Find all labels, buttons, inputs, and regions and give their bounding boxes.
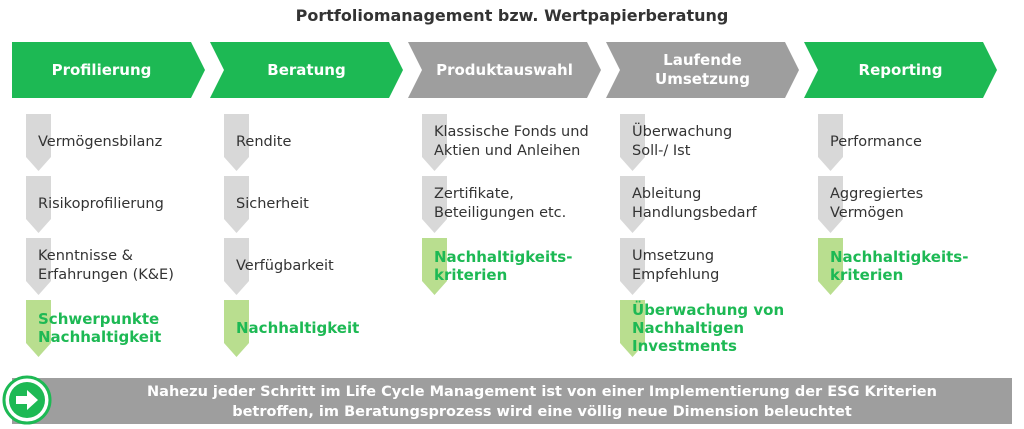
step-item: Rendite bbox=[236, 133, 292, 150]
step-item-highlight: Nachhaltigkeit bbox=[236, 319, 360, 337]
step-item: Performance bbox=[830, 133, 922, 150]
stage-label-2: Beratung bbox=[267, 60, 346, 79]
stage-label-5: Reporting bbox=[858, 60, 943, 79]
step-item: Zertifikate,Beteiligungen etc. bbox=[434, 186, 567, 221]
stage-label-1: Profilierung bbox=[51, 60, 152, 79]
step-item: Verfügbarkeit bbox=[236, 257, 334, 274]
step-marker bbox=[620, 300, 645, 357]
stage-header-4 bbox=[606, 42, 799, 98]
step-marker bbox=[422, 114, 447, 171]
step-marker bbox=[224, 238, 249, 295]
step-marker bbox=[26, 176, 51, 233]
step-marker bbox=[224, 114, 249, 171]
step-marker bbox=[818, 176, 843, 233]
banner-text: Nahezu jeder Schritt im Life Cycle Manag… bbox=[147, 384, 937, 420]
stage-header-2 bbox=[210, 42, 403, 98]
step-item: Kenntnisse &Erfahrungen (K&E) bbox=[38, 248, 174, 283]
step-marker bbox=[620, 114, 645, 171]
step-marker bbox=[818, 114, 843, 171]
step-marker bbox=[26, 300, 51, 357]
step-marker bbox=[26, 238, 51, 295]
step-marker bbox=[422, 176, 447, 233]
step-marker bbox=[818, 238, 843, 295]
step-item: Sicherheit bbox=[236, 195, 309, 212]
diagram-title: Portfoliomanagement bzw. Wertpapierberat… bbox=[295, 6, 729, 25]
arrow-right-icon bbox=[2, 375, 52, 425]
stage-label-3: Produktauswahl bbox=[436, 60, 573, 79]
step-marker bbox=[224, 176, 249, 233]
step-item: Vermögensbilanz bbox=[38, 133, 163, 150]
step-marker bbox=[422, 238, 447, 295]
banner-bar bbox=[12, 378, 1012, 424]
step-marker bbox=[26, 114, 51, 171]
step-marker bbox=[620, 238, 645, 295]
step-item-highlight: Nachhaltigkeits-kriterien bbox=[830, 248, 969, 284]
stage-header-1 bbox=[12, 42, 205, 98]
stage-header-5 bbox=[804, 42, 997, 98]
step-item-highlight: Nachhaltigkeits-kriterien bbox=[434, 248, 573, 284]
step-item: Risikoprofilierung bbox=[38, 195, 164, 212]
stage-header-3 bbox=[408, 42, 601, 98]
step-marker bbox=[224, 300, 249, 357]
step-marker bbox=[620, 176, 645, 233]
